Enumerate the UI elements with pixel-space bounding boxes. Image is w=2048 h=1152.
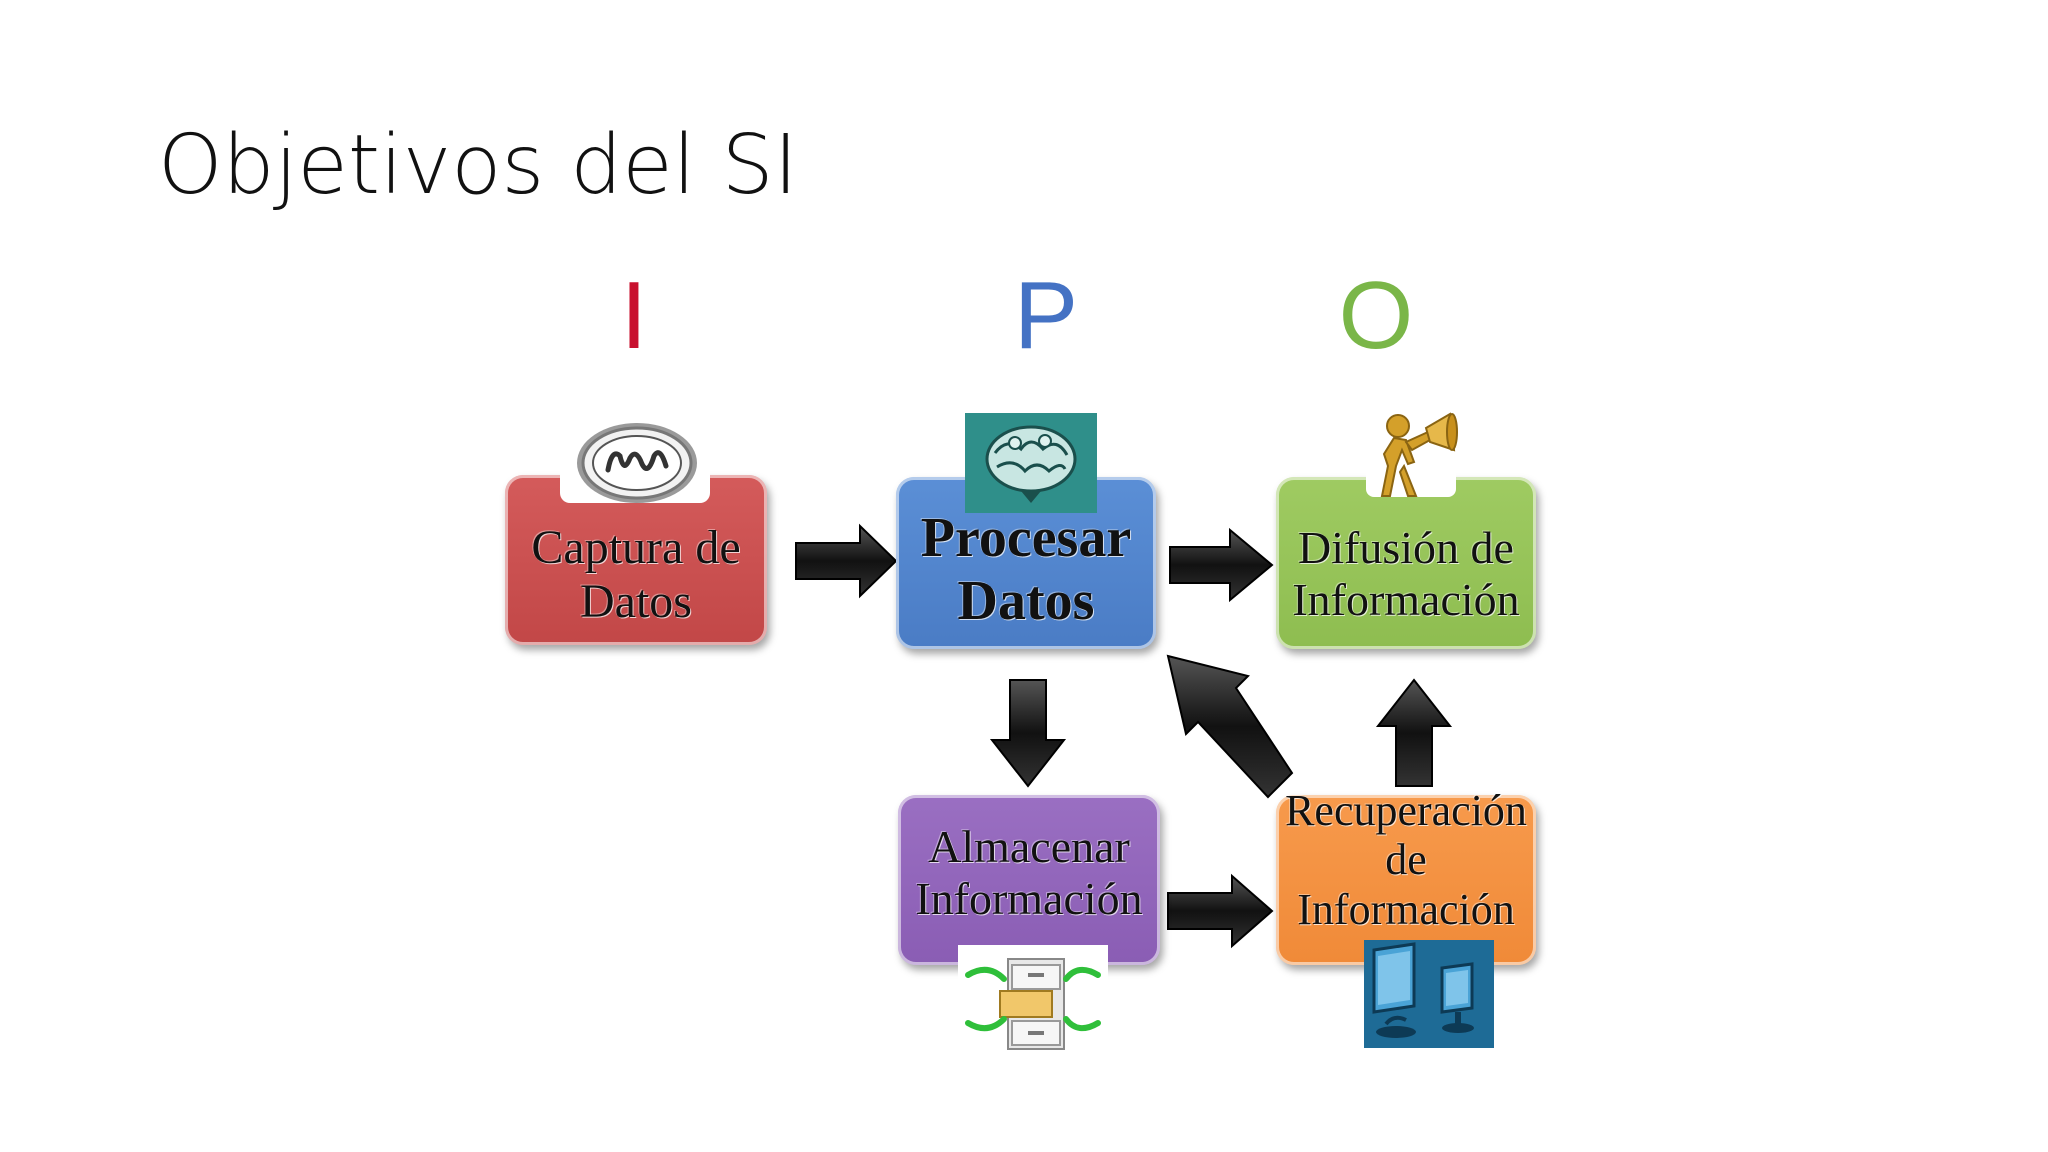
page-title: Objetivos del SI <box>158 118 798 213</box>
box-recuperacion-de-informacion: Recuperación de Información <box>1276 786 1536 965</box>
arrow-almacenar-to-recuperacion <box>1167 873 1274 949</box>
arrow-captura-to-procesar <box>795 523 898 599</box>
monitors-icon <box>1364 940 1494 1048</box>
box-almacenar-line2: Información <box>915 873 1143 924</box>
arrow-procesar-to-difusion <box>1169 527 1274 603</box>
box-captura-de-datos: Captura de Datos <box>505 475 767 645</box>
arrow-recuperacion-to-difusion <box>1375 678 1453 787</box>
box-difusion-line1: Difusión de <box>1298 522 1514 574</box>
box-procesar-line2: Datos <box>957 570 1095 632</box>
ipo-letter-process: P <box>1013 262 1079 369</box>
brain-icon <box>965 413 1097 513</box>
ipo-letter-input: I <box>620 262 648 369</box>
ipo-letter-output: O <box>1338 262 1414 369</box>
arrow-procesar-to-almacenar <box>989 679 1067 788</box>
box-procesar-line1: Procesar <box>920 507 1132 570</box>
box-difusion-line2: Información <box>1292 574 1520 625</box>
box-captura-line1: Captura de <box>531 521 741 575</box>
arrow-recuperacion-to-procesar <box>1166 654 1294 799</box>
info-badge-icon <box>577 423 697 503</box>
box-almacenar-informacion: Almacenar Información <box>898 795 1160 965</box>
megaphone-figure-icon <box>1380 412 1458 497</box>
box-difusion-de-informacion: Difusión de Información <box>1276 477 1536 649</box>
file-cabinet-icon <box>958 945 1108 1055</box>
box-almacenar-line1: Almacenar <box>928 821 1130 873</box>
box-captura-line2: Datos <box>580 575 692 628</box>
box-recuperacion-line1: Recuperación de <box>1285 786 1527 885</box>
box-recuperacion-line2: Información <box>1297 884 1515 934</box>
